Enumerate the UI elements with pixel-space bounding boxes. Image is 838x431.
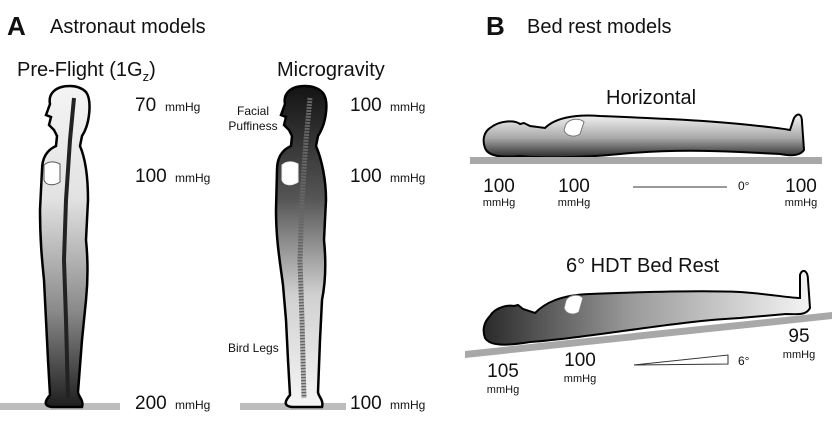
spine	[297, 97, 313, 399]
annotation-bird-legs: Bird Legs	[228, 341, 279, 355]
heart-icon	[563, 118, 585, 137]
svg-text:mmHg: mmHg	[785, 197, 817, 209]
svg-text:100: 100	[135, 166, 167, 187]
hdt-title: 6° HDT Bed Rest	[566, 255, 720, 277]
heart-icon	[281, 161, 299, 186]
panel-a-letter: A	[7, 11, 26, 41]
panel-b-letter: B	[486, 11, 505, 41]
heart-icon	[43, 161, 61, 186]
hdt-pressure-feet: 95 mmHg	[783, 326, 815, 361]
microgravity-title: Microgravity	[277, 59, 385, 81]
svg-text:mmHg: mmHg	[783, 349, 815, 361]
horizontal-body	[482, 113, 806, 159]
svg-text:mmHg: mmHg	[564, 373, 596, 385]
svg-text:100: 100	[558, 176, 590, 197]
svg-text:mmHg: mmHg	[175, 398, 210, 412]
hdt-pressure-heart: 100 mmHg	[564, 350, 596, 385]
svg-text:100: 100	[350, 95, 382, 116]
svg-text:mmHg: mmHg	[165, 100, 200, 114]
heart-icon	[563, 294, 584, 315]
svg-text:100: 100	[785, 176, 817, 197]
tilted-bed-bar	[465, 312, 832, 358]
preflight-pressure-head: 70 mmHg	[135, 95, 200, 116]
svg-text:mmHg: mmHg	[483, 197, 515, 209]
svg-text:mmHg: mmHg	[558, 197, 590, 209]
annotation-facial: Facial	[237, 104, 269, 118]
svg-text:95: 95	[788, 326, 809, 347]
svg-text:mmHg: mmHg	[390, 171, 425, 185]
panel-b-title: Bed rest models	[527, 16, 672, 38]
svg-text:70: 70	[135, 95, 156, 116]
bed-bar	[470, 157, 822, 164]
svg-text:mmHg: mmHg	[390, 100, 425, 114]
svg-text:100: 100	[483, 176, 515, 197]
svg-text:100: 100	[350, 166, 382, 187]
preflight-title: Pre-Flight (1Gz)	[17, 59, 156, 84]
horizontal-angle: 0°	[738, 179, 750, 193]
micro-pressure-head: 100 mmHg	[350, 95, 425, 116]
preflight-pressure-heart: 100 mmHg	[135, 166, 210, 187]
micro-pressure-feet: 100 mmHg	[350, 393, 425, 414]
svg-text:mmHg: mmHg	[175, 171, 210, 185]
svg-text:100: 100	[564, 350, 596, 371]
svg-text:100: 100	[350, 393, 382, 414]
spine	[61, 97, 76, 399]
hdt-angle: 6°	[738, 354, 750, 368]
horizontal-title: Horizontal	[606, 87, 696, 109]
svg-text:mmHg: mmHg	[487, 384, 519, 396]
svg-text:105: 105	[487, 361, 519, 382]
angle-indicator	[633, 354, 729, 366]
svg-text:200: 200	[135, 393, 167, 414]
micro-pressure-heart: 100 mmHg	[350, 166, 425, 187]
svg-text:mmHg: mmHg	[390, 398, 425, 412]
preflight-pressure-feet: 200 mmHg	[135, 393, 210, 414]
hdt-pressure-head: 105 mmHg	[487, 361, 519, 396]
annotation-puffiness: Puffiness	[228, 119, 277, 133]
hdt-body	[482, 269, 812, 346]
panel-a-title: Astronaut models	[50, 16, 206, 38]
